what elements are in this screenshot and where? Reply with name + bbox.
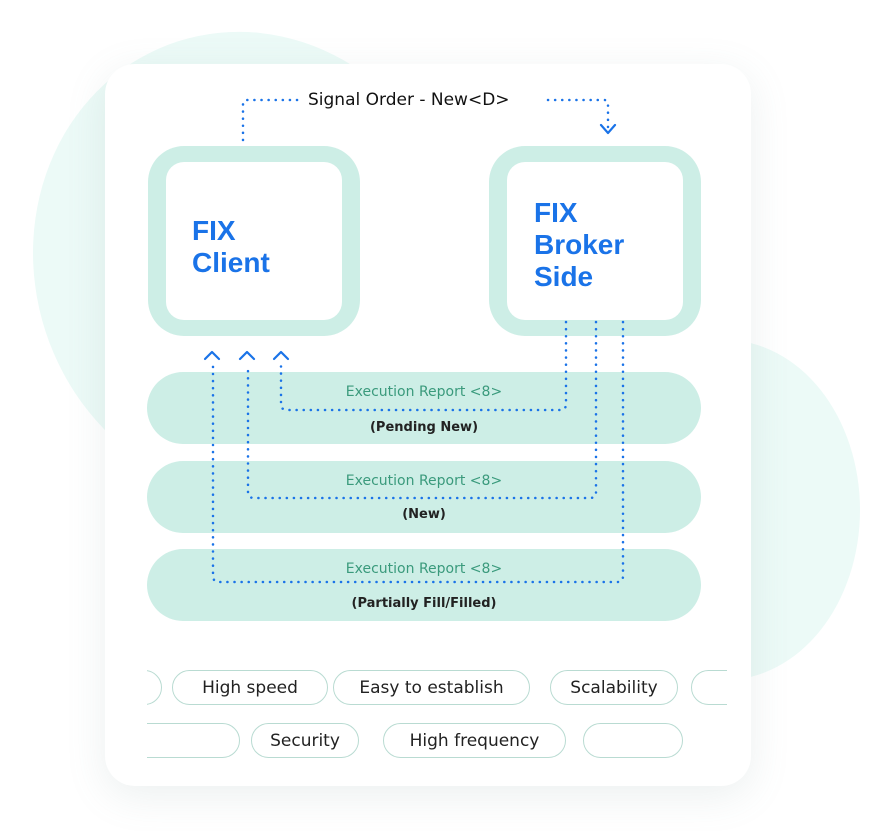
execution-report-title: Execution Report <8> [345,561,503,577]
execution-report-filled: Execution Report <8> (Partially Fill/Fil… [147,549,701,621]
tag-faded-left [147,723,240,758]
arrow-up-icon [203,350,221,361]
arrow-up-icon [238,350,256,361]
tag-high-speed: High speed [172,670,328,705]
fix-broker-label-line2: Broker [534,229,625,260]
signal-connector-right [546,98,610,130]
execution-report-status: (Pending New) [369,420,479,435]
feature-tags-row-2: Security High frequency [147,721,727,761]
arrow-up-icon [272,350,290,361]
tag-high-frequency: High frequency [383,723,566,758]
execution-report-pending-new: Execution Report <8> (Pending New) [147,372,701,444]
execution-report-status: (New) [402,507,446,522]
execution-report-status: (Partially Fill/Filled) [351,596,497,611]
tag-faded-right [691,670,727,705]
fix-client-node-inner [166,162,342,320]
fix-broker-node [489,146,701,336]
tag-security: Security [251,723,359,758]
execution-report-title: Execution Report <8> [345,384,503,400]
fix-broker-node-inner [507,162,683,320]
connector-filled [211,320,625,584]
tag-scalability: Scalability [550,670,678,705]
tag-easy-to-establish: Easy to establish [333,670,530,705]
fix-client-label: FIX Client [192,215,270,279]
signal-order-label: Signal Order - New<D> [308,90,510,110]
execution-report-new: Execution Report <8> (New) [147,461,701,533]
fix-broker-label: FIX Broker Side [534,197,624,293]
connector-pending-new [279,320,568,412]
fix-broker-label-line3: Side [534,261,594,292]
tag-faded-right [583,723,683,758]
signal-arrow-down-icon [599,123,617,135]
fix-broker-label-line1: FIX [534,197,578,228]
fix-client-label-line1: FIX [192,215,236,246]
execution-report-title: Execution Report <8> [345,473,503,489]
tag-faded-left [147,670,162,705]
feature-tags-row-1: High speed Easy to establish Scalability [147,668,727,708]
signal-connector-left [241,98,300,142]
fix-client-node [148,146,360,336]
fix-client-label-line2: Client [192,247,270,278]
connector-new [246,320,598,500]
